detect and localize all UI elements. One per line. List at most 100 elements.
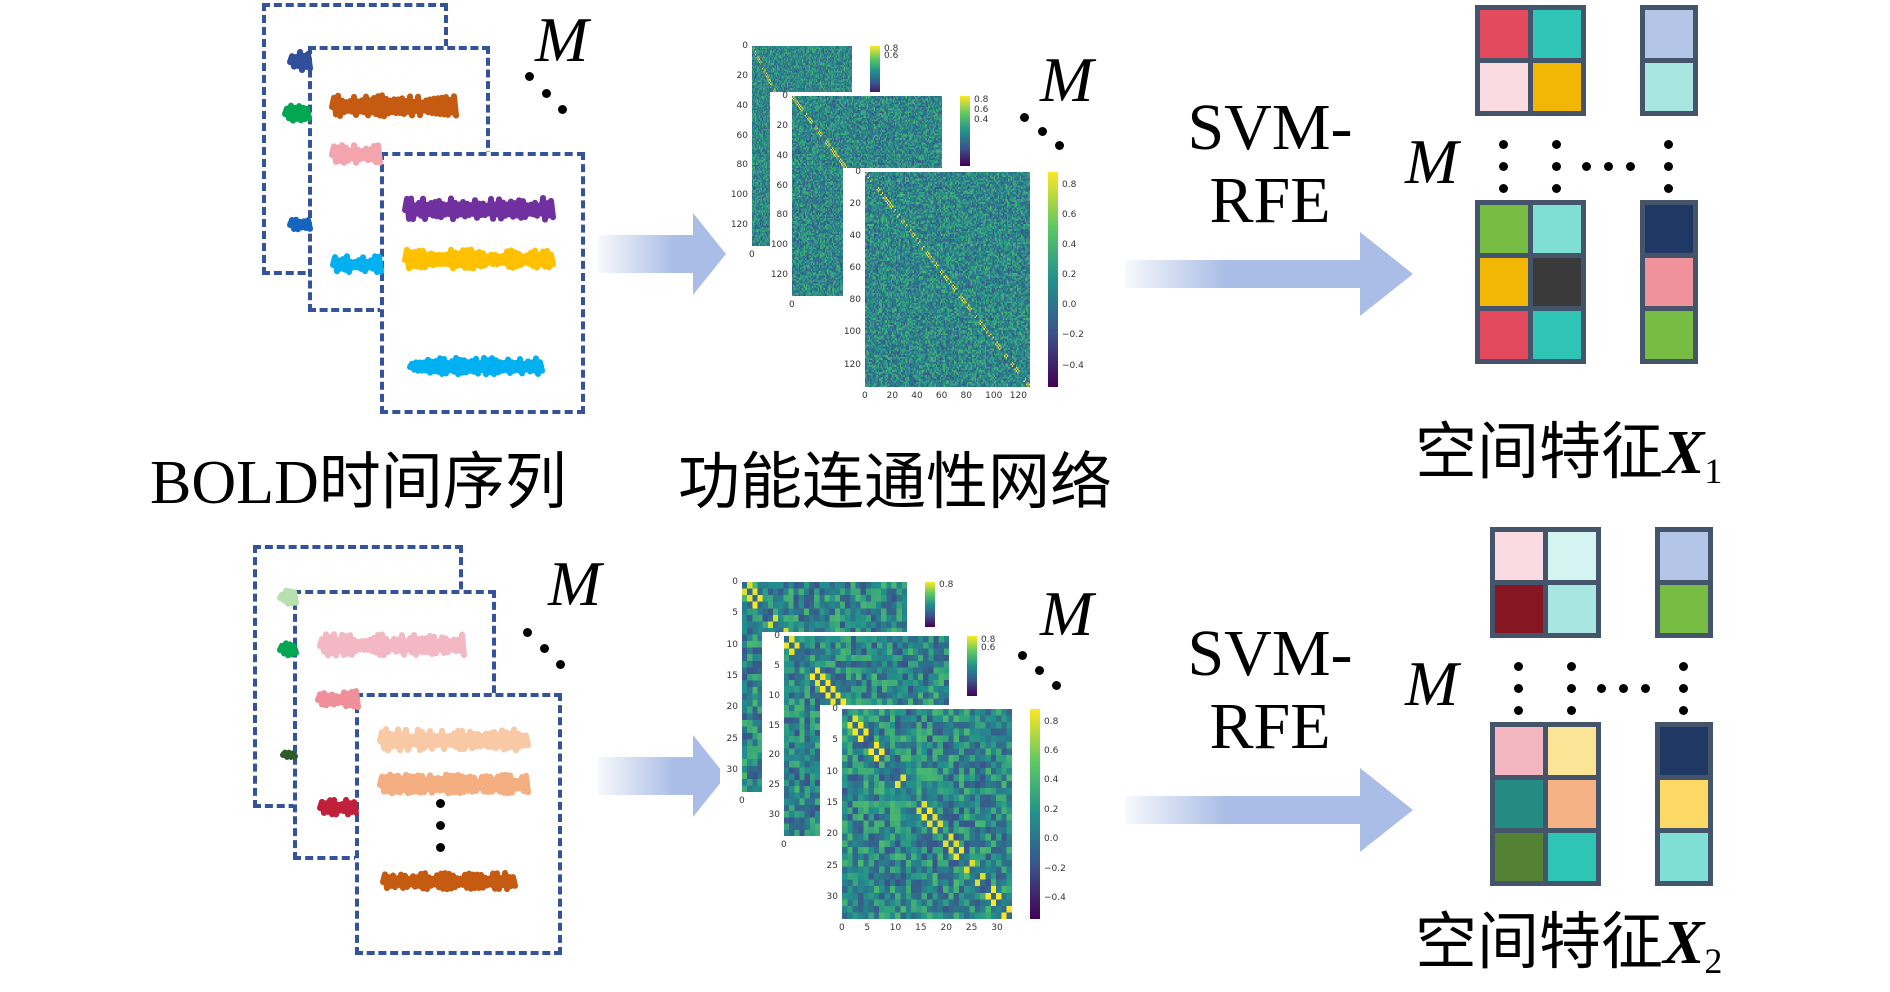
- y-tick-label: 0: [742, 41, 748, 51]
- spatial-feature-grid-bottom: [1470, 522, 1730, 902]
- colorbar-tick-label: 0.0: [1044, 834, 1059, 845]
- feature-cell: [1528, 58, 1586, 116]
- bold-waves-top: [282, 48, 556, 378]
- bold-waves-bottom: [277, 587, 531, 893]
- colorbar-tick-label: 0.8: [981, 634, 996, 645]
- y-tick-label: 20: [826, 829, 838, 840]
- bold-series-caption: BOLD时间序列: [150, 449, 567, 517]
- svm-rfe-line2: RFE: [1209, 689, 1331, 763]
- x-tick-label: 60: [935, 391, 948, 401]
- ellipsis-dot: [1035, 666, 1044, 675]
- heatmap-matrix: [842, 709, 1012, 919]
- y-tick-label: 30: [726, 765, 738, 776]
- ellipsis-dot: [1582, 162, 1591, 171]
- y-tick-label: 25: [826, 860, 838, 871]
- y-tick-label: 80: [736, 160, 748, 171]
- x-tick-label: 25: [965, 923, 978, 933]
- y-tick-label: 20: [849, 199, 861, 210]
- x-tick-label: 120: [1009, 391, 1027, 401]
- y-tick-label: 5: [732, 608, 738, 619]
- colorbar-tick-label: 0.6: [981, 643, 996, 653]
- vertical-ellipsis-dot: [436, 821, 445, 830]
- feature-cell: [1475, 253, 1533, 311]
- feature-cell: [1475, 306, 1533, 364]
- feature-label-text: 空间特征: [1415, 909, 1664, 977]
- feature-cell: [1528, 306, 1586, 364]
- bold-signal-wave: [317, 796, 359, 818]
- y-tick-label: 25: [726, 733, 738, 744]
- ellipsis-dot: [556, 660, 565, 669]
- ellipsis-dot: [1052, 681, 1061, 690]
- y-tick-label: 120: [843, 359, 861, 370]
- colorbar-tick-label: 0.8: [974, 95, 989, 106]
- feature-cell: [1543, 580, 1601, 638]
- ellipsis-dot: [558, 105, 567, 114]
- y-tick-label: 100: [843, 327, 861, 338]
- vertical-ellipsis-dot: [436, 799, 445, 808]
- ellipsis-dot: [1619, 684, 1628, 693]
- x-tick-label: 0: [749, 250, 755, 260]
- feature-var: X: [1663, 419, 1705, 487]
- bold-signal-wave: [287, 48, 313, 74]
- feature-cell: [1475, 58, 1533, 116]
- feature-cell: [1490, 775, 1548, 833]
- ellipsis-dot: [1552, 140, 1561, 149]
- feature-subscript: 2: [1704, 941, 1723, 981]
- heatmap-matrix: [865, 172, 1030, 387]
- colorbar-tick-label: −0.2: [1044, 863, 1066, 874]
- bold-signal-wave: [280, 749, 298, 760]
- ellipsis-dot: [1055, 141, 1064, 150]
- x-tick-label: 0: [839, 923, 845, 933]
- feature-cell: [1490, 527, 1548, 585]
- y-tick-label: 15: [826, 798, 838, 809]
- feature-cell: [1640, 306, 1698, 364]
- x-tick-label: 10: [889, 923, 902, 933]
- x-tick-label: 0: [739, 796, 745, 806]
- svm-rfe-label-bottom: SVM- RFE: [1175, 617, 1365, 763]
- ellipsis-dot: [1597, 684, 1606, 693]
- bold-frame-front-top: [380, 152, 585, 414]
- ellipsis-dot: [1567, 706, 1576, 715]
- colorbar: [1048, 172, 1058, 387]
- colorbar-tick-label: 0.8: [1044, 716, 1059, 727]
- feature-label-x2: 空间特征X2: [1415, 912, 1722, 979]
- colorbar-tick-label: −0.4: [1044, 893, 1066, 903]
- y-tick-label: 80: [776, 210, 788, 221]
- y-tick-label: 0: [782, 91, 788, 101]
- feature-cell: [1640, 253, 1698, 311]
- ellipsis-dot: [540, 644, 549, 653]
- arrow-right-icon: [1125, 768, 1413, 852]
- bold-signal-wave: [407, 355, 545, 378]
- ellipsis-dot: [523, 628, 532, 637]
- ellipsis-dot: [1679, 706, 1688, 715]
- y-tick-label: 40: [736, 100, 748, 111]
- feature-var: X: [1663, 909, 1705, 977]
- ellipsis-dot: [1514, 684, 1523, 693]
- x-tick-label: 100: [985, 391, 1003, 401]
- colorbar-tick-label: 0.4: [974, 114, 989, 125]
- arrow-right-icon: [1125, 232, 1413, 316]
- y-tick-label: 40: [849, 231, 861, 242]
- colorbar-tick-label: −0.4: [1062, 360, 1084, 371]
- x-tick-label: 0: [781, 840, 787, 850]
- arrow-right-icon: [598, 213, 726, 295]
- bold-signal-wave: [377, 771, 531, 797]
- feature-cell: [1475, 5, 1533, 63]
- y-tick-label: 100: [770, 240, 788, 251]
- y-tick-label: 20: [726, 702, 738, 713]
- feature-cell: [1655, 828, 1713, 886]
- bold-signal-wave: [402, 246, 556, 272]
- feature-cell: [1640, 5, 1698, 63]
- colorbar: [870, 46, 880, 96]
- y-tick-label: 20: [768, 750, 780, 761]
- ellipsis-dot: [1567, 684, 1576, 693]
- bold-signal-wave: [282, 102, 312, 124]
- x-tick-label: 30: [991, 923, 1003, 933]
- bold-signal-wave: [329, 142, 383, 166]
- y-tick-label: 0: [774, 631, 780, 641]
- colorbar-tick-label: 0.6: [1062, 210, 1077, 220]
- fc-network-caption: 功能连通性网络: [678, 449, 1113, 517]
- ellipsis-dot: [1664, 162, 1673, 171]
- ellipsis-dot: [1514, 662, 1523, 671]
